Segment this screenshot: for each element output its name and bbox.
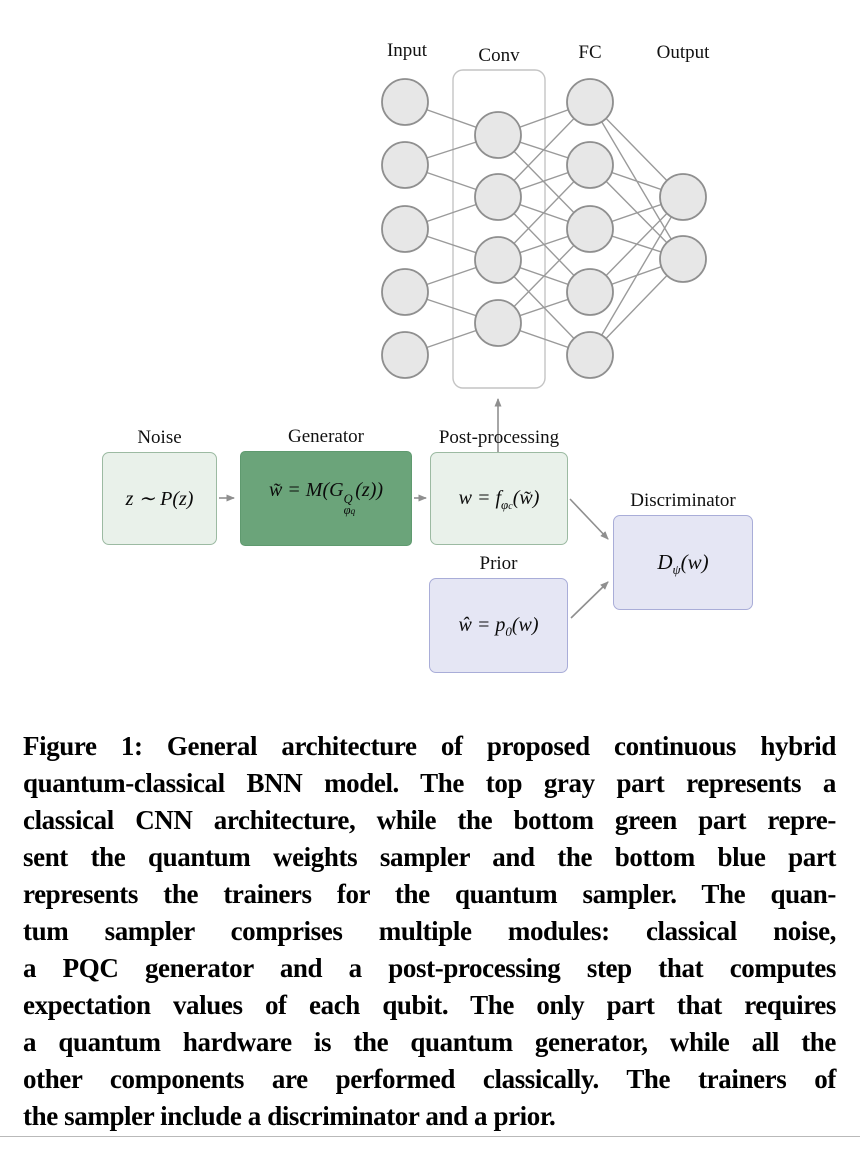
discriminator-formula: Dψ(w) [657,550,709,578]
layer-label-fc: FC [578,42,602,63]
generator-label: Generator [288,426,364,447]
caption-line: other components are performed classical… [23,1064,836,1094]
prior-box: ŵ = p0(w) [429,578,568,673]
noise-label: Noise [137,427,182,448]
caption-line: a quantum hardware is the quantum genera… [23,1027,836,1057]
cnn-diagram [219,69,707,619]
prior-label: Prior [479,553,518,574]
neuron-node [566,331,614,379]
arrow-prior-to-discriminator [570,581,609,619]
figure-caption: Figure 1: General architecture of propos… [23,728,836,1135]
neuron-node [381,331,429,379]
discriminator-box: Dψ(w) [613,515,753,610]
noise-box: z ∼ P(z) [102,452,217,545]
neuron-node [566,205,614,253]
neuron-node [381,78,429,126]
neuron-node [659,235,707,283]
postprocessing-formula: w = fφc(w̃) [458,487,540,512]
neuron-node [381,141,429,189]
caption-line: represents the trainers for the quantum … [23,879,836,909]
neuron-node [381,268,429,316]
layer-label-conv: Conv [478,45,520,66]
neuron-node [659,173,707,221]
neuron-node [474,236,522,284]
neuron-node [474,111,522,159]
layer-label-output: Output [656,42,710,63]
edge-line [589,196,684,356]
caption-line: a PQC generator and a post-processing st… [23,953,836,983]
neuron-node [381,205,429,253]
caption-line: Figure 1: General architecture of propos… [23,731,836,761]
noise-formula: z ∼ P(z) [125,488,194,510]
postprocessing-label: Post-processing [438,427,560,448]
conv-layer-box [452,69,546,389]
caption-line: the sampler include a discriminator and … [23,1101,556,1131]
neuron-node [566,78,614,126]
caption-line: expectation values of each qubit. The on… [23,990,836,1020]
caption-line: classical CNN architecture, while the bo… [23,805,836,835]
caption-line: tum sampler comprises multiple modules: … [23,916,836,946]
arrow-postprocessing-to-discriminator [569,498,609,540]
caption-line: quantum-classical BNN model. The top gra… [23,768,836,798]
neuron-node [474,173,522,221]
postprocessing-box: w = fφc(w̃) [430,452,568,545]
neuron-node [474,299,522,347]
layer-label-input: Input [386,40,428,61]
bottom-rule [0,1136,860,1137]
neuron-node [566,268,614,316]
prior-formula: ŵ = p0(w) [458,614,539,639]
neuron-node [566,141,614,189]
discriminator-label: Discriminator [630,490,736,511]
caption-line: sent the quantum weights sampler and the… [23,842,836,872]
